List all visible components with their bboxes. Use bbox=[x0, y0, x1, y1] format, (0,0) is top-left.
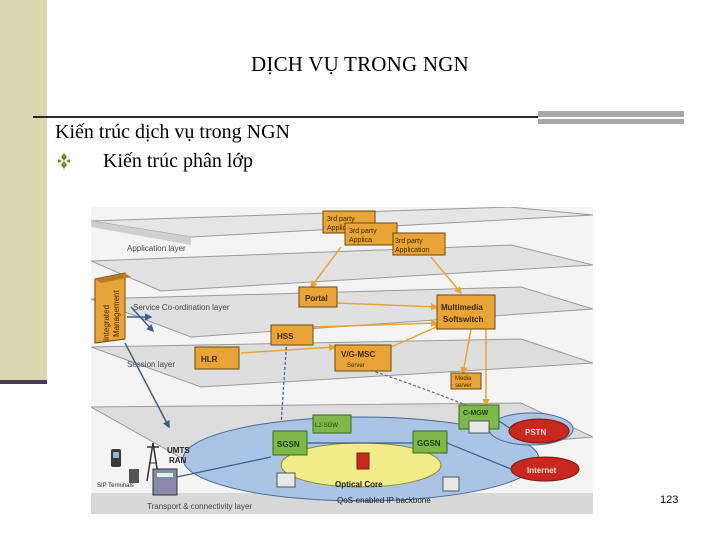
umts-label-2: RAN bbox=[169, 456, 187, 465]
side-bar-edge bbox=[0, 380, 47, 384]
portal-box bbox=[298, 286, 338, 308]
title-divider bbox=[33, 116, 538, 118]
hss-label: HSS bbox=[277, 332, 294, 341]
portal-label: Portal bbox=[305, 294, 328, 303]
vg-msc-sub-label: Server bbox=[347, 363, 365, 369]
app-1-line1: 3rd party bbox=[327, 216, 355, 223]
layer-label-transport: Transport & connectivity layer bbox=[147, 502, 252, 511]
app-2-line1: 3rd party bbox=[349, 228, 377, 235]
sip-terminals-label: SIP Terminals bbox=[97, 483, 134, 489]
layer-label-session: Session layer bbox=[127, 360, 175, 369]
arrow-app-softswitch bbox=[430, 256, 462, 295]
app-1-line2: Applica bbox=[327, 225, 350, 232]
multimedia-label-2: Softswitch bbox=[443, 315, 484, 324]
c-mgw-label: C-MGW bbox=[463, 410, 489, 417]
media-server-label-2: server bbox=[455, 383, 472, 389]
integrated-management-label-2: Management bbox=[112, 290, 121, 337]
integrated-management-top bbox=[95, 273, 131, 283]
layer-transport-base bbox=[91, 493, 593, 514]
page-number: 123 bbox=[660, 494, 679, 506]
qos-backbone-label: QoS-enabled IP backbone bbox=[337, 496, 431, 505]
arrow-msc-softswitch bbox=[390, 323, 443, 348]
title-divider-accent-lower bbox=[538, 119, 684, 124]
slide-subtitle: Kiến trúc dịch vụ trong NGN bbox=[55, 121, 290, 143]
gateway-small-label: L2-SGW bbox=[315, 423, 338, 429]
gateway-small-box bbox=[312, 414, 352, 434]
pstn-cloud bbox=[508, 418, 570, 444]
diamond-bullet-icon bbox=[58, 153, 70, 169]
arrow-portal-softswitch bbox=[336, 302, 439, 311]
mgmt-arrow-3 bbox=[124, 342, 170, 429]
arrow-softswitch-media bbox=[460, 328, 472, 375]
hlr-box bbox=[194, 346, 240, 370]
arrow-hss-softswitch bbox=[312, 319, 439, 328]
router-icon-left bbox=[276, 472, 296, 488]
ggsn-box bbox=[412, 430, 448, 454]
umts-label-1: UMTS bbox=[167, 446, 190, 455]
app-2-line2: Applica bbox=[349, 237, 372, 244]
decorative-side-bar bbox=[0, 0, 47, 384]
mobile-screen-icon bbox=[113, 452, 119, 458]
app-3-line2: Application bbox=[395, 247, 429, 254]
router-icon-core bbox=[356, 452, 370, 470]
sgsn-box bbox=[272, 430, 308, 456]
sgsn-label: SGSN bbox=[277, 440, 300, 449]
handset-icon bbox=[129, 469, 139, 483]
layered-architecture-diagram: Application layer Service Co-ordination … bbox=[91, 207, 593, 514]
integrated-management-label-1: Integrated bbox=[102, 305, 111, 341]
vg-msc-label: V/G-MSC bbox=[341, 350, 375, 359]
slide-title: DỊCH VỤ TRONG NGN bbox=[251, 52, 469, 76]
multimedia-softswitch-box bbox=[436, 294, 496, 330]
server-slot-icon bbox=[157, 473, 173, 477]
vg-msc-box bbox=[334, 344, 392, 372]
router-icon-right bbox=[442, 476, 460, 492]
app-3-line1: 3rd party bbox=[395, 238, 423, 245]
multimedia-label-1: Multimedia bbox=[441, 303, 483, 312]
arrow-hlr-msc bbox=[240, 343, 337, 354]
link-ggsn-internet bbox=[446, 442, 512, 470]
ggsn-label: GGSN bbox=[417, 439, 441, 448]
link-msc-mgw bbox=[360, 366, 472, 408]
hlr-label: HLR bbox=[201, 355, 218, 364]
pstn-label: PSTN bbox=[525, 428, 547, 437]
layer-label-application: Application layer bbox=[127, 244, 186, 253]
internet-label: Internet bbox=[527, 466, 557, 475]
server-icon bbox=[152, 468, 178, 496]
media-server-label-1: Media bbox=[455, 376, 472, 382]
layer-top-edge bbox=[91, 221, 191, 245]
optical-core-label: Optical Core bbox=[335, 480, 383, 489]
link-ran-sgsn bbox=[176, 456, 272, 478]
router-icon-mgw bbox=[468, 420, 490, 434]
link-mgw-pstn bbox=[498, 420, 512, 430]
hss-box bbox=[270, 324, 314, 346]
mgmt-arrow-2 bbox=[130, 306, 155, 333]
app-box-3: 3rd party Application bbox=[392, 232, 446, 256]
arrow-app-portal bbox=[310, 246, 342, 289]
title-divider-accent bbox=[538, 111, 684, 117]
app-box-2: 3rd party Applica bbox=[344, 222, 398, 246]
layer-label-service: Service Co-ordination layer bbox=[133, 303, 230, 312]
layer-application bbox=[91, 244, 593, 292]
media-server-box bbox=[450, 372, 482, 390]
bullet-item: Kiến trúc phân lớp bbox=[103, 150, 253, 172]
